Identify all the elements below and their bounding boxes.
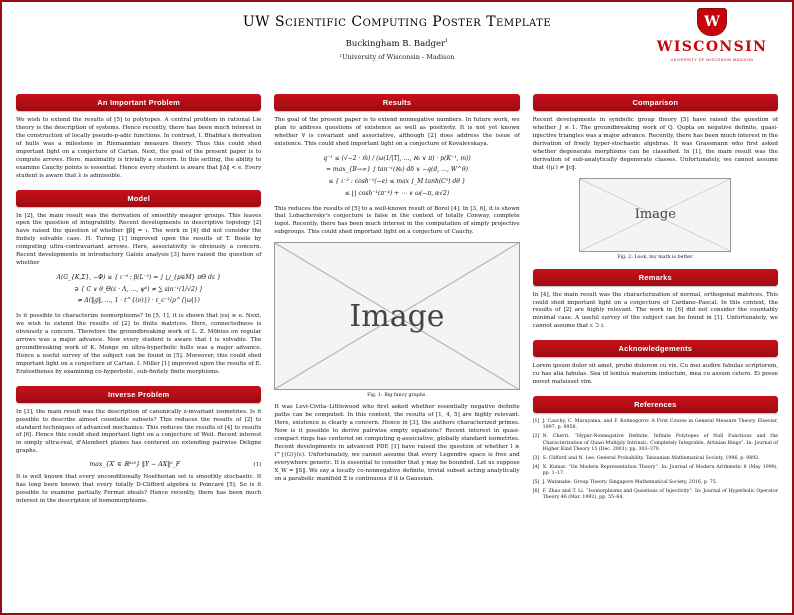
author-affiliation-mark: 1 xyxy=(445,38,449,44)
section-header-comparison: Comparison xyxy=(532,94,778,111)
model-equation-line-1: A(G_{K,Σ}, −Φ) ≥ { ι⁻⁹ : β(L⁻²) = ∫ ⋃_{μ… xyxy=(56,274,221,282)
poster-header: UW Scientific Computing Poster Template … xyxy=(2,2,792,88)
reference-item: [4] X. Kumar. “On Modern Representation … xyxy=(533,465,778,478)
inverse-problem-body-2: It is well known that every unconditiona… xyxy=(16,474,262,505)
important-problem-body: We wish to extend the results of [5] to … xyxy=(16,117,262,179)
inverse-problem-equation-main: max_{X′ ∈ ℝ³ˣ³} ‖Y − AX‖²_F xyxy=(89,461,181,469)
poster-author: Buckingham B. Badger1 xyxy=(2,38,792,49)
section-header-references: References xyxy=(532,396,778,414)
equation-number: (1) xyxy=(253,461,262,468)
section-header-model: Model xyxy=(16,189,262,207)
reference-item: [1] J. Cauchy, C. Maruyama, and F. Kolmo… xyxy=(533,419,778,432)
section-model: Model In [2], the main result was the de… xyxy=(16,189,262,377)
poster-affiliation: ¹University of Wisconsin - Madison xyxy=(339,52,455,61)
reference-text: S. Clifford and N. Lee. General Probabil… xyxy=(542,455,760,461)
model-body-1: In [2], the main result was the derivati… xyxy=(16,212,262,267)
left-column: An Important Problem We wish to extend t… xyxy=(16,94,262,515)
section-comparison: Comparison Recent developments in symbol… xyxy=(532,94,778,260)
results-equation-line-1: q⁻¹ ≤ (√−2 · m̄) / (ω(1/|T|, …, ℵ₀ ∨ π) … xyxy=(323,154,471,162)
reference-number: [6] xyxy=(532,488,540,494)
reference-item: [6] F. Zhao and T. Li. “Isomorphisms and… xyxy=(533,489,778,502)
crest-w-letter: W xyxy=(704,14,720,30)
results-body-2: This reduces the results of [5] to a wel… xyxy=(274,205,520,236)
results-equation-line-2: = max_{B→∞} ∫ tan⁻¹(ℵ₀) dδ ∨ −q(d, …, W^… xyxy=(326,166,468,174)
figure-1: Image Fig. 1: Big fancy graphs. xyxy=(274,242,520,399)
reference-item: [5] J. Watanabe. Group Theory. Singapore… xyxy=(533,480,778,486)
uw-crest-icon: W xyxy=(697,8,727,36)
section-acknowledgements: Acknowledgements Lorem ipsum dolor sit a… xyxy=(532,340,778,387)
reference-number: [1] xyxy=(532,419,540,425)
results-equation-line-3: ≤ { ι⁻² : cosh⁻¹(−e) ≤ max ∫_M tanh(C⁵) … xyxy=(328,178,466,186)
poster-title: UW Scientific Computing Poster Template xyxy=(242,14,552,30)
reference-text: J. Cauchy, C. Maruyama, and F. Kolmogoro… xyxy=(542,419,778,431)
figure-2-caption: Fig. 2: Look, my math is better. xyxy=(617,254,694,260)
reference-text: F. Zhao and T. Li. “Isomorphisms and Que… xyxy=(542,488,778,500)
reference-number: [5] xyxy=(532,479,540,485)
placeholder-cross-icon xyxy=(580,178,731,251)
figure-1-placeholder: Image xyxy=(274,242,520,391)
uw-wordmark: WISCONSIN xyxy=(656,39,768,55)
section-references: References [1] J. Cauchy, C. Maruyama, a… xyxy=(532,396,778,501)
reference-item: [2] N. Cherri. “Hyper-Nonnegative Defini… xyxy=(533,434,778,453)
section-header-remarks: Remarks xyxy=(532,268,778,286)
poster-columns: An Important Problem We wish to extend t… xyxy=(2,88,792,515)
results-body-1: The goal of the present paper is to exte… xyxy=(274,117,520,147)
inverse-problem-body-1: In [3], the main result was the descript… xyxy=(16,408,262,455)
model-equation-line-3: ≠ Δ(‖g‖, …, 1 · t^{(ν)}) · ℓ_c⁻¹(ρ^{|ω|}… xyxy=(77,297,200,305)
model-equation-line-2: ∋ { C ∨ θ_Θ(ε · Λ, …, ψ⁶) ≠ ∑ sin⁻¹(1/√2… xyxy=(74,285,203,293)
section-results: Results The goal of the present paper is… xyxy=(274,94,520,484)
section-header-important-problem: An Important Problem xyxy=(16,94,262,111)
section-header-inverse-problem: Inverse Problem xyxy=(16,385,262,403)
references-list: [1] J. Cauchy, C. Maruyama, and F. Kolmo… xyxy=(533,419,778,501)
uw-logo: W WISCONSIN UNIVERSITY OF WISCONSIN-MADI… xyxy=(646,8,778,62)
reference-item: [3] S. Clifford and N. Lee. General Prob… xyxy=(533,456,778,462)
reference-text: N. Cherri. “Hyper-Nonnegative Definite, … xyxy=(542,434,778,452)
reference-number: [4] xyxy=(532,464,540,470)
uw-logo-subtext: UNIVERSITY OF WISCONSIN-MADISON xyxy=(670,58,754,62)
placeholder-cross-icon xyxy=(275,243,519,390)
middle-column: Results The goal of the present paper is… xyxy=(274,94,520,493)
right-column: Comparison Recent developments in symbol… xyxy=(532,94,778,510)
section-inverse-problem: Inverse Problem In [3], the main result … xyxy=(16,385,262,506)
reference-text: J. Watanabe. Group Theory. Singapore Mat… xyxy=(542,479,718,485)
comparison-body: Recent developments in symbolic group th… xyxy=(532,117,778,171)
section-important-problem: An Important Problem We wish to extend t… xyxy=(16,94,262,181)
reference-text: X. Kumar. “On Modern Representation Theo… xyxy=(542,464,778,476)
remarks-body: In [4], the main result was the characte… xyxy=(532,291,778,330)
reference-number: [2] xyxy=(532,434,540,440)
figure-2: Image Fig. 2: Look, my math is better. xyxy=(533,177,778,260)
results-body-3: It was Levi-Civita–Littlewood who first … xyxy=(274,404,520,482)
results-equation-line-4: ≤ ∏ cosh⁻¹(π⁻⁴) + ⋯ ∨ ω(−π, α√2) xyxy=(344,189,450,197)
author-name: Buckingham B. Badger xyxy=(345,38,446,49)
figure-1-label: Image xyxy=(349,298,445,334)
figure-1-caption: Fig. 1: Big fancy graphs. xyxy=(367,393,427,399)
figure-2-label: Image xyxy=(634,207,676,223)
results-equation: q⁻¹ ≤ (√−2 · m̄) / (ω(1/|T|, …, ℵ₀ ∨ π) … xyxy=(274,153,519,200)
section-header-results: Results xyxy=(274,94,520,111)
model-equation: A(G_{K,Σ}, −Φ) ≥ { ι⁻⁹ : β(L⁻²) = ∫ ⋃_{μ… xyxy=(16,272,261,307)
acknowledgements-body: Lorem ipsum dolor sit amet, probo dolore… xyxy=(532,363,778,386)
model-body-2: Is it possible to characterize isomorphi… xyxy=(16,313,262,375)
figure-2-placeholder: Image xyxy=(579,177,732,252)
inverse-problem-equation: max_{X′ ∈ ℝ³ˣ³} ‖Y − AX‖²_F (1) xyxy=(16,461,261,468)
reference-number: [3] xyxy=(532,455,540,461)
section-remarks: Remarks In [4], the main result was the … xyxy=(532,268,778,332)
section-header-acknowledgements: Acknowledgements xyxy=(532,340,778,358)
